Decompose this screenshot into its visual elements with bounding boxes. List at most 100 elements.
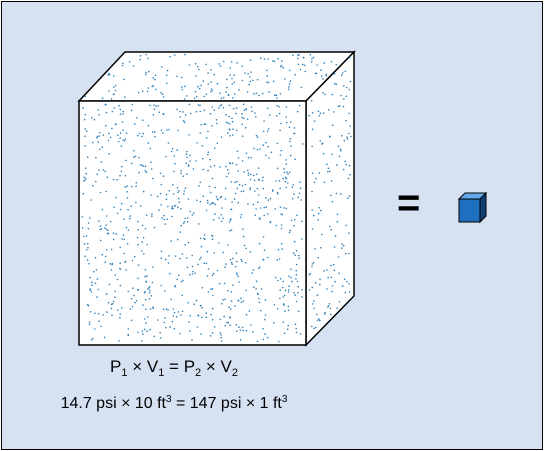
gas-molecule-dot <box>117 134 119 136</box>
gas-molecule-dot <box>207 268 210 270</box>
gas-molecule-dot <box>210 91 212 93</box>
gas-molecule-dot <box>108 73 111 76</box>
gas-molecule-dot <box>167 205 169 208</box>
gas-molecule-dot <box>173 193 175 195</box>
gas-molecule-dot <box>101 97 104 99</box>
gas-molecule-dot <box>256 78 259 81</box>
gas-molecule-dot <box>99 191 102 194</box>
gas-molecule-dot <box>301 296 303 298</box>
gas-molecule-dot <box>125 132 128 135</box>
gas-molecule-dot <box>220 334 222 336</box>
gas-molecule-dot <box>159 172 162 175</box>
gas-molecule-dot <box>153 104 155 106</box>
gas-molecule-dot <box>301 63 304 66</box>
gas-molecule-dot <box>184 85 186 88</box>
gas-molecule-dot <box>94 282 97 285</box>
gas-molecule-dot <box>276 105 278 107</box>
gas-molecule-dot <box>312 303 314 305</box>
gas-molecule-dot <box>184 187 187 189</box>
gas-molecule-dot <box>152 77 155 79</box>
gas-molecule-dot <box>171 207 173 209</box>
gas-molecule-dot <box>317 257 320 259</box>
gas-molecule-dot <box>317 110 320 113</box>
gas-molecule-dot <box>90 199 93 201</box>
gas-molecule-dot <box>319 283 321 286</box>
gas-molecule-dot <box>152 177 154 180</box>
gas-molecule-dot <box>323 181 326 184</box>
gas-molecule-dot <box>111 314 113 317</box>
gas-molecule-dot <box>260 309 262 312</box>
gas-molecule-dot <box>207 151 210 153</box>
gas-molecule-dot <box>328 303 331 305</box>
gas-molecule-dot <box>121 202 123 205</box>
gas-molecule-dot <box>200 333 202 335</box>
gas-molecule-dot <box>144 268 147 271</box>
gas-molecule-dot <box>181 88 183 91</box>
gas-molecule-dot <box>109 220 112 223</box>
gas-molecule-dot <box>200 84 202 87</box>
gas-molecule-dot <box>114 89 117 92</box>
gas-molecule-dot <box>150 295 153 297</box>
gas-molecule-dot <box>287 309 290 312</box>
gas-molecule-dot <box>84 95 87 98</box>
gas-molecule-dot <box>143 253 145 255</box>
gas-molecule-dot <box>85 235 88 237</box>
gas-molecule-dot <box>210 81 212 83</box>
gas-molecule-dot <box>268 157 270 159</box>
gas-molecule-dot <box>195 160 197 162</box>
gas-molecule-dot <box>159 192 162 195</box>
gas-molecule-dot <box>144 328 146 331</box>
gas-molecule-dot <box>118 104 120 107</box>
gas-molecule-dot <box>282 177 284 180</box>
gas-molecule-dot <box>196 142 198 144</box>
gas-molecule-dot <box>265 141 267 144</box>
gas-molecule-dot <box>232 128 234 130</box>
gas-molecule-dot <box>192 168 195 170</box>
gas-molecule-dot <box>301 220 303 223</box>
gas-molecule-dot <box>308 289 311 291</box>
gas-molecule-dot <box>203 95 206 98</box>
gas-molecule-dot <box>84 145 86 147</box>
gas-molecule-dot <box>112 300 115 303</box>
gas-molecule-dot <box>99 148 101 151</box>
gas-molecule-dot <box>223 282 226 285</box>
gas-molecule-dot <box>332 263 335 266</box>
gas-molecule-dot <box>181 253 184 255</box>
gas-molecule-dot <box>344 291 347 294</box>
gas-molecule-dot <box>180 172 182 175</box>
gas-molecule-dot <box>206 199 209 202</box>
gas-molecule-dot <box>163 218 165 221</box>
gas-molecule-dot <box>314 281 317 284</box>
gas-molecule-dot <box>119 246 121 249</box>
gas-molecule-dot <box>162 132 164 134</box>
gas-molecule-dot <box>144 318 146 320</box>
gas-molecule-dot <box>176 187 179 189</box>
gas-molecule-dot <box>151 215 153 217</box>
gas-molecule-dot <box>323 270 325 272</box>
gas-molecule-dot <box>114 274 116 276</box>
gas-molecule-dot <box>98 169 100 171</box>
gas-molecule-dot <box>163 321 166 324</box>
gas-molecule-dot <box>127 290 129 293</box>
gas-molecule-dot <box>212 294 214 297</box>
gas-molecule-dot <box>249 187 251 189</box>
gas-molecule-dot <box>230 208 232 211</box>
gas-molecule-dot <box>188 321 190 323</box>
gas-molecule-dot <box>241 326 244 329</box>
gas-molecule-dot <box>260 57 262 59</box>
gas-molecule-dot <box>106 311 108 313</box>
gas-molecule-dot <box>180 280 183 283</box>
gas-molecule-dot <box>272 60 274 62</box>
gas-molecule-dot <box>157 319 159 321</box>
gas-molecule-dot <box>214 203 217 206</box>
gas-molecule-dot <box>235 129 238 132</box>
gas-molecule-dot <box>250 106 253 108</box>
gas-molecule-dot <box>85 130 88 132</box>
gas-molecule-dot <box>100 161 103 163</box>
gas-molecule-dot <box>318 318 320 320</box>
gas-molecule-dot <box>249 80 252 83</box>
gas-molecule-dot <box>214 186 217 189</box>
gas-molecule-dot <box>84 167 87 169</box>
gas-molecule-dot <box>200 256 202 259</box>
gas-molecule-dot <box>137 91 140 94</box>
